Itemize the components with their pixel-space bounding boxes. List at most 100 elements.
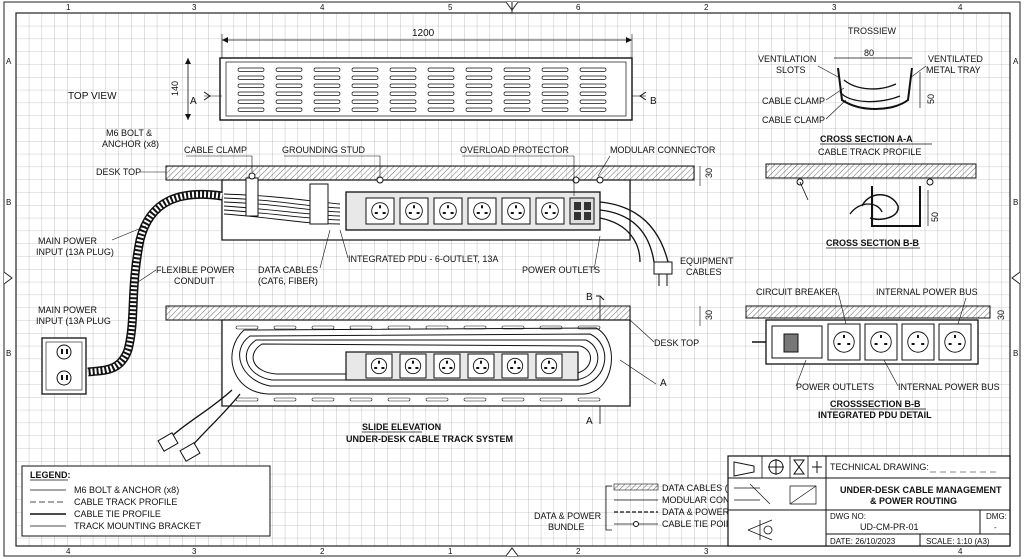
desk-top-label: DESK TOP <box>96 167 141 177</box>
dwg-no-value: UD-CM-PR-01 <box>860 522 919 532</box>
data-cables-label-a: DATA CABLES <box>258 265 318 275</box>
elevation-subtitle: UNDER-DESK CABLE TRACK SYSTEM <box>346 434 513 444</box>
bolt-label-2: ANCHOR (x8) <box>102 139 159 149</box>
frame-zone-labels: 1 3 4 5 6 2 3 4 A B B A B B 4 3 2 1 2 3 … <box>6 3 1019 556</box>
dim-width: 140 <box>170 81 180 96</box>
title-block: TECHNICAL DRAWING: UNDER-DESK CABLE MANA… <box>727 455 1011 547</box>
equipment-label-b: CABLES <box>686 267 722 277</box>
side-elevation: 30 B A A DESK TOP SLIDE ELEVATION UNDER-… <box>157 292 714 462</box>
technical-drawing-label: TECHNICAL DRAWING: <box>830 462 929 472</box>
zone-top-9: 4 <box>958 3 963 12</box>
pdu-detail-subtitle: INTEGRATED PDU DETAIL <box>818 410 932 420</box>
section-a-marker: A <box>190 96 197 107</box>
legend-title: LEGEND: <box>30 470 71 480</box>
ventilation-label-b: SLOTS <box>776 65 806 75</box>
inner-frame <box>15 12 1011 547</box>
outlets-lower <box>365 353 563 379</box>
side-view-upper: DESK TOP 30 <box>87 165 714 377</box>
desk-top-label-2: DESK TOP <box>654 338 699 348</box>
legend-item-tie-points: CABLE TIE POINTS <box>662 519 744 529</box>
cross-section-b: 50 CROSS SECTION B-B <box>765 163 977 249</box>
legend-item-bolt: M6 BOLT & ANCHOR (x8) <box>74 485 179 495</box>
tray-slots-lower <box>235 325 601 402</box>
internal-bus-label: INTERNAL POWER BUS <box>876 287 978 297</box>
cross-a-header: TROSSIEW <box>848 26 897 36</box>
centering-marks <box>3 1 1021 557</box>
cross-a-title: CROSS SECTION A-A <box>820 134 913 144</box>
top-view: TOP VIEW 1200 140 A B <box>68 28 657 121</box>
legend-item-track: CABLE TRACK PROFILE <box>74 497 177 507</box>
drawing-title-2: & POWER ROUTING <box>870 496 957 506</box>
dmg-value: - <box>994 523 997 532</box>
dim-50-a: 50 <box>926 94 936 104</box>
conduit-label-b: CONDUIT <box>174 276 215 286</box>
main-power-label-1a: MAIN POWER <box>38 236 98 246</box>
zone-right-b: B <box>1013 198 1018 207</box>
dim-30-lower: 30 <box>704 310 714 320</box>
legend-item-bracket: TRACK MOUNTING BRACKET <box>74 521 202 531</box>
internal-bus-label-2: INTERNAL POWER BUS <box>898 382 1000 392</box>
overload-protector-label: OVERLOAD PROTECTOR <box>460 145 569 155</box>
zone-top-1: 1 <box>66 3 71 12</box>
tray-label-b: METAL TRAY <box>926 65 981 75</box>
zone-bottom-7: 4 <box>958 547 963 556</box>
dwg-no-label: DWG NO: <box>830 512 866 521</box>
legend-item-bundle: DATA & POWER BUNDLE <box>662 507 768 517</box>
zone-bottom-4: 1 <box>448 547 453 556</box>
equipment-label-a: EQUIPMENT <box>680 256 734 266</box>
zone-top-7: 2 <box>704 3 709 12</box>
main-power-label-2b: INPUT (13A PLUG <box>36 316 111 326</box>
section-b-marker: B <box>650 96 657 107</box>
drawing-title-1: UNDER-DESK CABLE MANAGEMENT <box>840 485 1002 495</box>
dim-30-upper: 30 <box>704 168 714 178</box>
zone-top-3: 3 <box>192 3 197 12</box>
hourglass-icon <box>793 459 805 475</box>
dim-80: 80 <box>864 48 874 58</box>
marker-a-right: A <box>660 378 667 389</box>
zone-top-8: 3 <box>832 3 837 12</box>
desk-top-slab <box>165 165 695 181</box>
main-power-label-2a: MAIN POWER <box>38 305 98 315</box>
side-view-upper-labels: M6 BOLT & ANCHOR (x8) CABLE CLAMP GROUND… <box>36 128 734 286</box>
cross-a-subtitle: CABLE TRACK PROFILE <box>818 147 921 157</box>
dim-30-detail: 30 <box>996 310 1006 320</box>
zone-right-a: A <box>1013 57 1019 66</box>
top-view-label: TOP VIEW <box>68 91 117 102</box>
zone-top-4: 4 <box>320 3 325 12</box>
bundle-label-b: BUNDLE <box>548 522 585 532</box>
outlets-detail <box>827 323 972 361</box>
legend-item-tie: CABLE TIE PROFILE <box>74 509 161 519</box>
marker-b-lower: B <box>586 292 593 303</box>
outlets-upper <box>365 197 565 225</box>
zone-top-6: 6 <box>576 3 581 12</box>
dmg-label: DMG: <box>986 512 1007 521</box>
zone-bottom-1: 4 <box>66 547 71 556</box>
pdu-label: INTEGRATED PDU - 6-OUTLET, 13A <box>348 254 498 264</box>
power-outlets-label: POWER OUTLETS <box>522 265 600 275</box>
cross-section-a: TROSSIEW 80 50 VENTILATION SLOTS VENTILA… <box>758 26 983 157</box>
legend-item-modular: MODULAR CONNECTOR <box>662 495 768 505</box>
date-value: DATE: 26/10/2023 <box>830 537 896 546</box>
wall-outlet: MAIN POWER INPUT (13A PLUG <box>36 305 111 395</box>
zone-bottom-2: 3 <box>192 547 197 556</box>
zone-bottom-5: 2 <box>576 547 581 556</box>
conduit-label-a: FLEXIBLE POWER <box>156 265 235 275</box>
pdu-detail-title: CROSSSECTION B-B <box>830 399 921 409</box>
marker-a-lower: A <box>586 416 593 427</box>
circuit-breaker-label: CIRCUIT BREAKER <box>756 287 838 297</box>
zone-left-a: A <box>6 57 12 66</box>
cross-b-title: CROSS SECTION B-B <box>826 238 920 248</box>
elevation-title: SLIDE ELEVATION <box>362 422 441 432</box>
zone-top-5: 5 <box>448 3 453 12</box>
cable-clamp-label: CABLE CLAMP <box>184 145 247 155</box>
modular-connector-label: MODULAR CONNECTOR <box>610 145 716 155</box>
cable-clamp-label-a2: CABLE CLAMP <box>762 115 825 125</box>
projection-symbol <box>733 461 755 477</box>
ventilation-slots-top <box>237 67 607 112</box>
main-power-label-1b: INPUT (13A PLUG) <box>36 247 114 257</box>
zone-right-b2: B <box>1013 349 1018 358</box>
legend-item-data: DATA CABLES (CATS, FIBER) <box>662 483 786 493</box>
power-outlets-detail-label: POWER OUTLETS <box>796 382 874 392</box>
legend: LEGEND: M6 BOLT & ANCHOR (x8) CABLE TRAC… <box>21 465 786 537</box>
